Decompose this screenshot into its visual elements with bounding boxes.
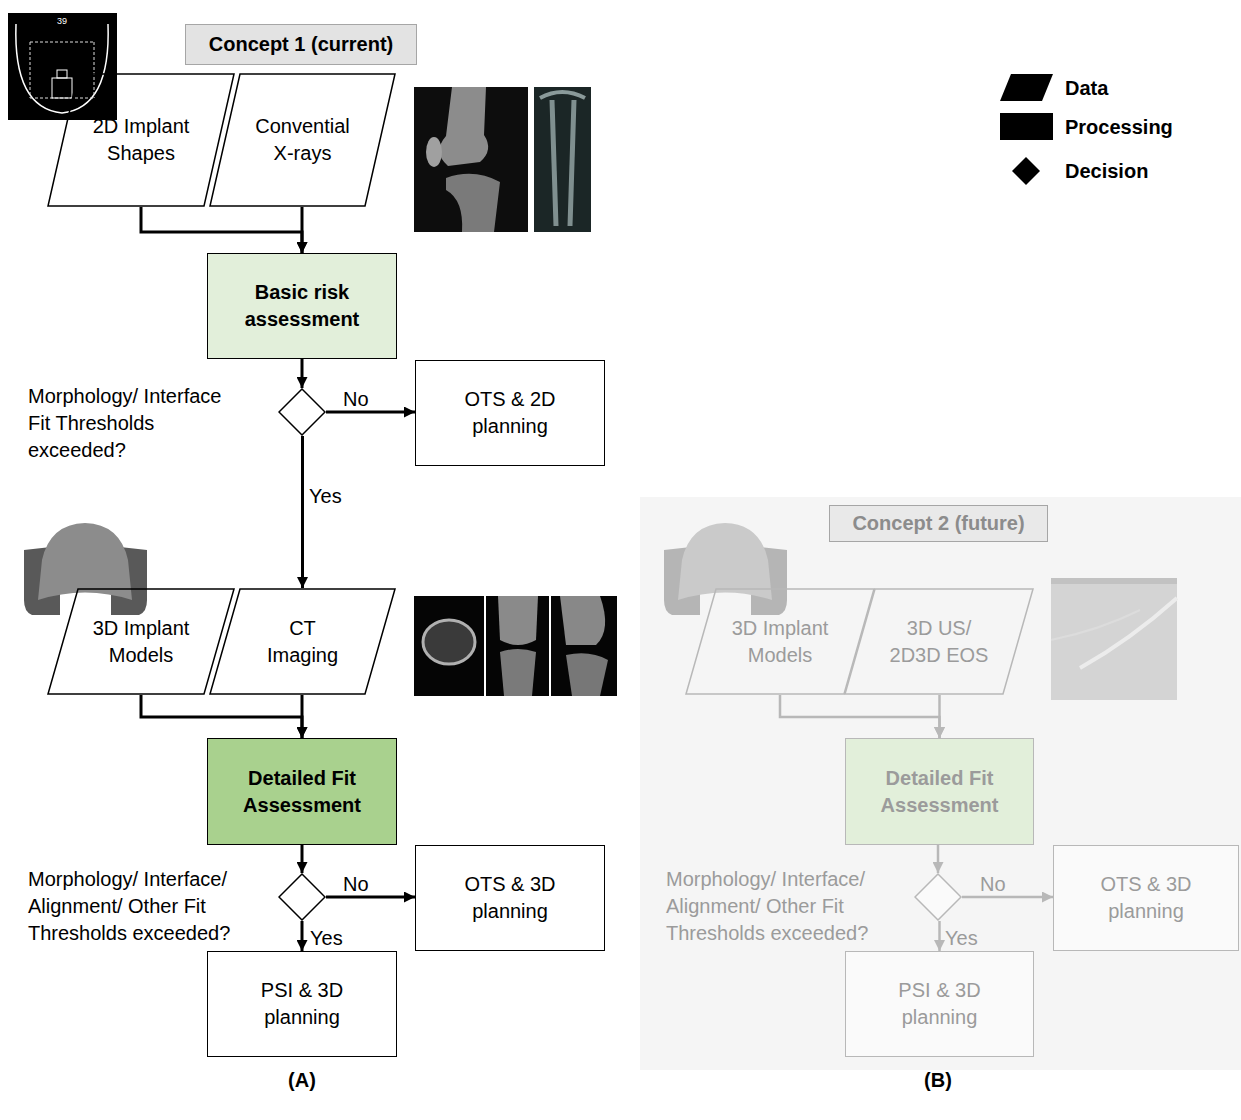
parallelogram-shape [210, 74, 395, 206]
box-text: OTS & 3D planning [435, 871, 585, 925]
concept-panel: Concept 2 (future) 3D Implant Models 3D US… [640, 497, 1241, 1070]
parallelogram-outline [209, 73, 396, 207]
process-box: Detailed Fit Assessment [207, 738, 397, 845]
legend-text: Decision [1065, 157, 1148, 185]
parallelogram-outline [47, 73, 235, 207]
panel-letter: (B) [908, 1067, 968, 1093]
box-text: PSI & 3D planning [227, 977, 377, 1031]
data-text: 3D Implant Models [85, 615, 197, 669]
dimension-number: 39 [50, 15, 74, 27]
box-text: Basic risk assessment [222, 279, 382, 333]
data-parallelogram: 3D US/ 2D3D EOS [844, 588, 1034, 695]
data-parallelogram: CT Imaging [209, 588, 396, 695]
legend-text: Data [1065, 74, 1108, 102]
process-box: OTS & 3D planning [415, 845, 605, 951]
parallelogram-outline [844, 588, 1034, 695]
diamond-outline [278, 388, 326, 436]
parallelogram-outline [685, 588, 875, 695]
data-text: 2D Implant Shapes [85, 113, 197, 167]
legend-row: Processing [1000, 113, 1220, 141]
flow-arrow [326, 896, 415, 899]
process-box: PSI & 3D planning [845, 951, 1034, 1057]
legend-text: Processing [1065, 113, 1173, 141]
edge-label: No [343, 871, 369, 898]
xray-knee-image [414, 87, 528, 232]
decision-question: Morphology/ Interface/ Alignment/ Other … [666, 866, 898, 947]
parallelogram-shape [48, 589, 234, 694]
edge-label: Yes [945, 925, 978, 952]
parallelogram-shape [686, 589, 874, 694]
legend-swatch [1000, 74, 1054, 102]
concept-title: Concept 1 (current) [209, 31, 393, 58]
legend-diamond [1012, 157, 1040, 185]
flow-arrow [301, 921, 304, 951]
decision-diamond: Morphology/ Interface/ Alignment/ Other … [914, 873, 962, 921]
legend-row: Decision [1000, 157, 1220, 185]
flow-arrow [301, 695, 304, 738]
diamond-shape [279, 389, 325, 435]
data-parallelogram: 3D Implant Models [685, 588, 875, 695]
parallelogram-outline [47, 588, 235, 695]
flow-arrow [141, 695, 302, 738]
decision-diamond: Morphology/ Interface/ Alignment/ Other … [278, 873, 326, 921]
parallelogram-shape [48, 74, 234, 206]
diamond-shape [279, 874, 325, 920]
parallelogram-shape [845, 589, 1033, 694]
box-text: PSI & 3D planning [865, 977, 1015, 1031]
diamond-shape [915, 874, 961, 920]
box-text: Detailed Fit Assessment [222, 765, 382, 819]
legend-row: Data [1000, 74, 1220, 102]
diamond-outline [278, 873, 326, 921]
flow-arrow [326, 411, 415, 414]
flow-arrow [938, 695, 941, 738]
edge-label: Yes [309, 483, 342, 510]
flow-arrow [962, 896, 1053, 899]
concept-label: Concept 1 (current) [185, 24, 417, 65]
data-parallelogram: 3D Implant Models [47, 588, 235, 695]
implant-3d-model [24, 523, 147, 615]
panel-letter: (A) [272, 1067, 332, 1093]
decision-question: Morphology/ Interface Fit Thresholds exc… [28, 383, 243, 464]
flow-arrow [938, 921, 941, 951]
concept-title: Concept 2 (future) [852, 510, 1024, 537]
flow-arrow [141, 207, 302, 253]
box-text: OTS & 3D planning [1071, 871, 1221, 925]
ct-images [414, 596, 617, 696]
flow-arrow [937, 845, 940, 873]
flow-arrow [301, 845, 304, 873]
edge-label: No [980, 871, 1006, 898]
parallelogram-outline [209, 588, 396, 695]
process-box: Detailed Fit Assessment [845, 738, 1034, 845]
legend-swatch [1000, 157, 1054, 185]
decision-diamond: Morphology/ Interface Fit Thresholds exc… [278, 388, 326, 436]
parallelogram-shape [210, 589, 395, 694]
box-text: Detailed Fit Assessment [860, 765, 1020, 819]
data-text: 3D US/ 2D3D EOS [885, 615, 993, 669]
diamond-outline [914, 873, 962, 921]
data-parallelogram: 2D Implant Shapes [47, 73, 235, 207]
implant-template-image [8, 13, 117, 120]
concept-label: Concept 2 (future) [829, 505, 1048, 542]
xray-leg-image [534, 87, 591, 232]
process-box: Basic risk assessment [207, 253, 397, 359]
legend-swatch [1000, 113, 1054, 141]
legend-parallelogram [1000, 74, 1053, 101]
process-box: OTS & 3D planning [1053, 845, 1239, 951]
data-parallelogram: Convential X-rays [209, 73, 396, 207]
flow-arrow [301, 207, 304, 253]
edge-label: Yes [310, 925, 343, 952]
flow-arrow [301, 436, 304, 588]
box-text: OTS & 2D planning [435, 386, 585, 440]
data-text: Convential X-rays [247, 113, 359, 167]
decision-question: Morphology/ Interface/ Alignment/ Other … [28, 866, 260, 947]
process-box: OTS & 2D planning [415, 360, 605, 466]
data-text: CT Imaging [258, 615, 348, 669]
legend-rectangle [1000, 113, 1053, 140]
data-text: 3D Implant Models [724, 615, 836, 669]
edge-label: No [343, 386, 369, 413]
process-box: PSI & 3D planning [207, 951, 397, 1057]
flow-arrow [301, 359, 304, 388]
